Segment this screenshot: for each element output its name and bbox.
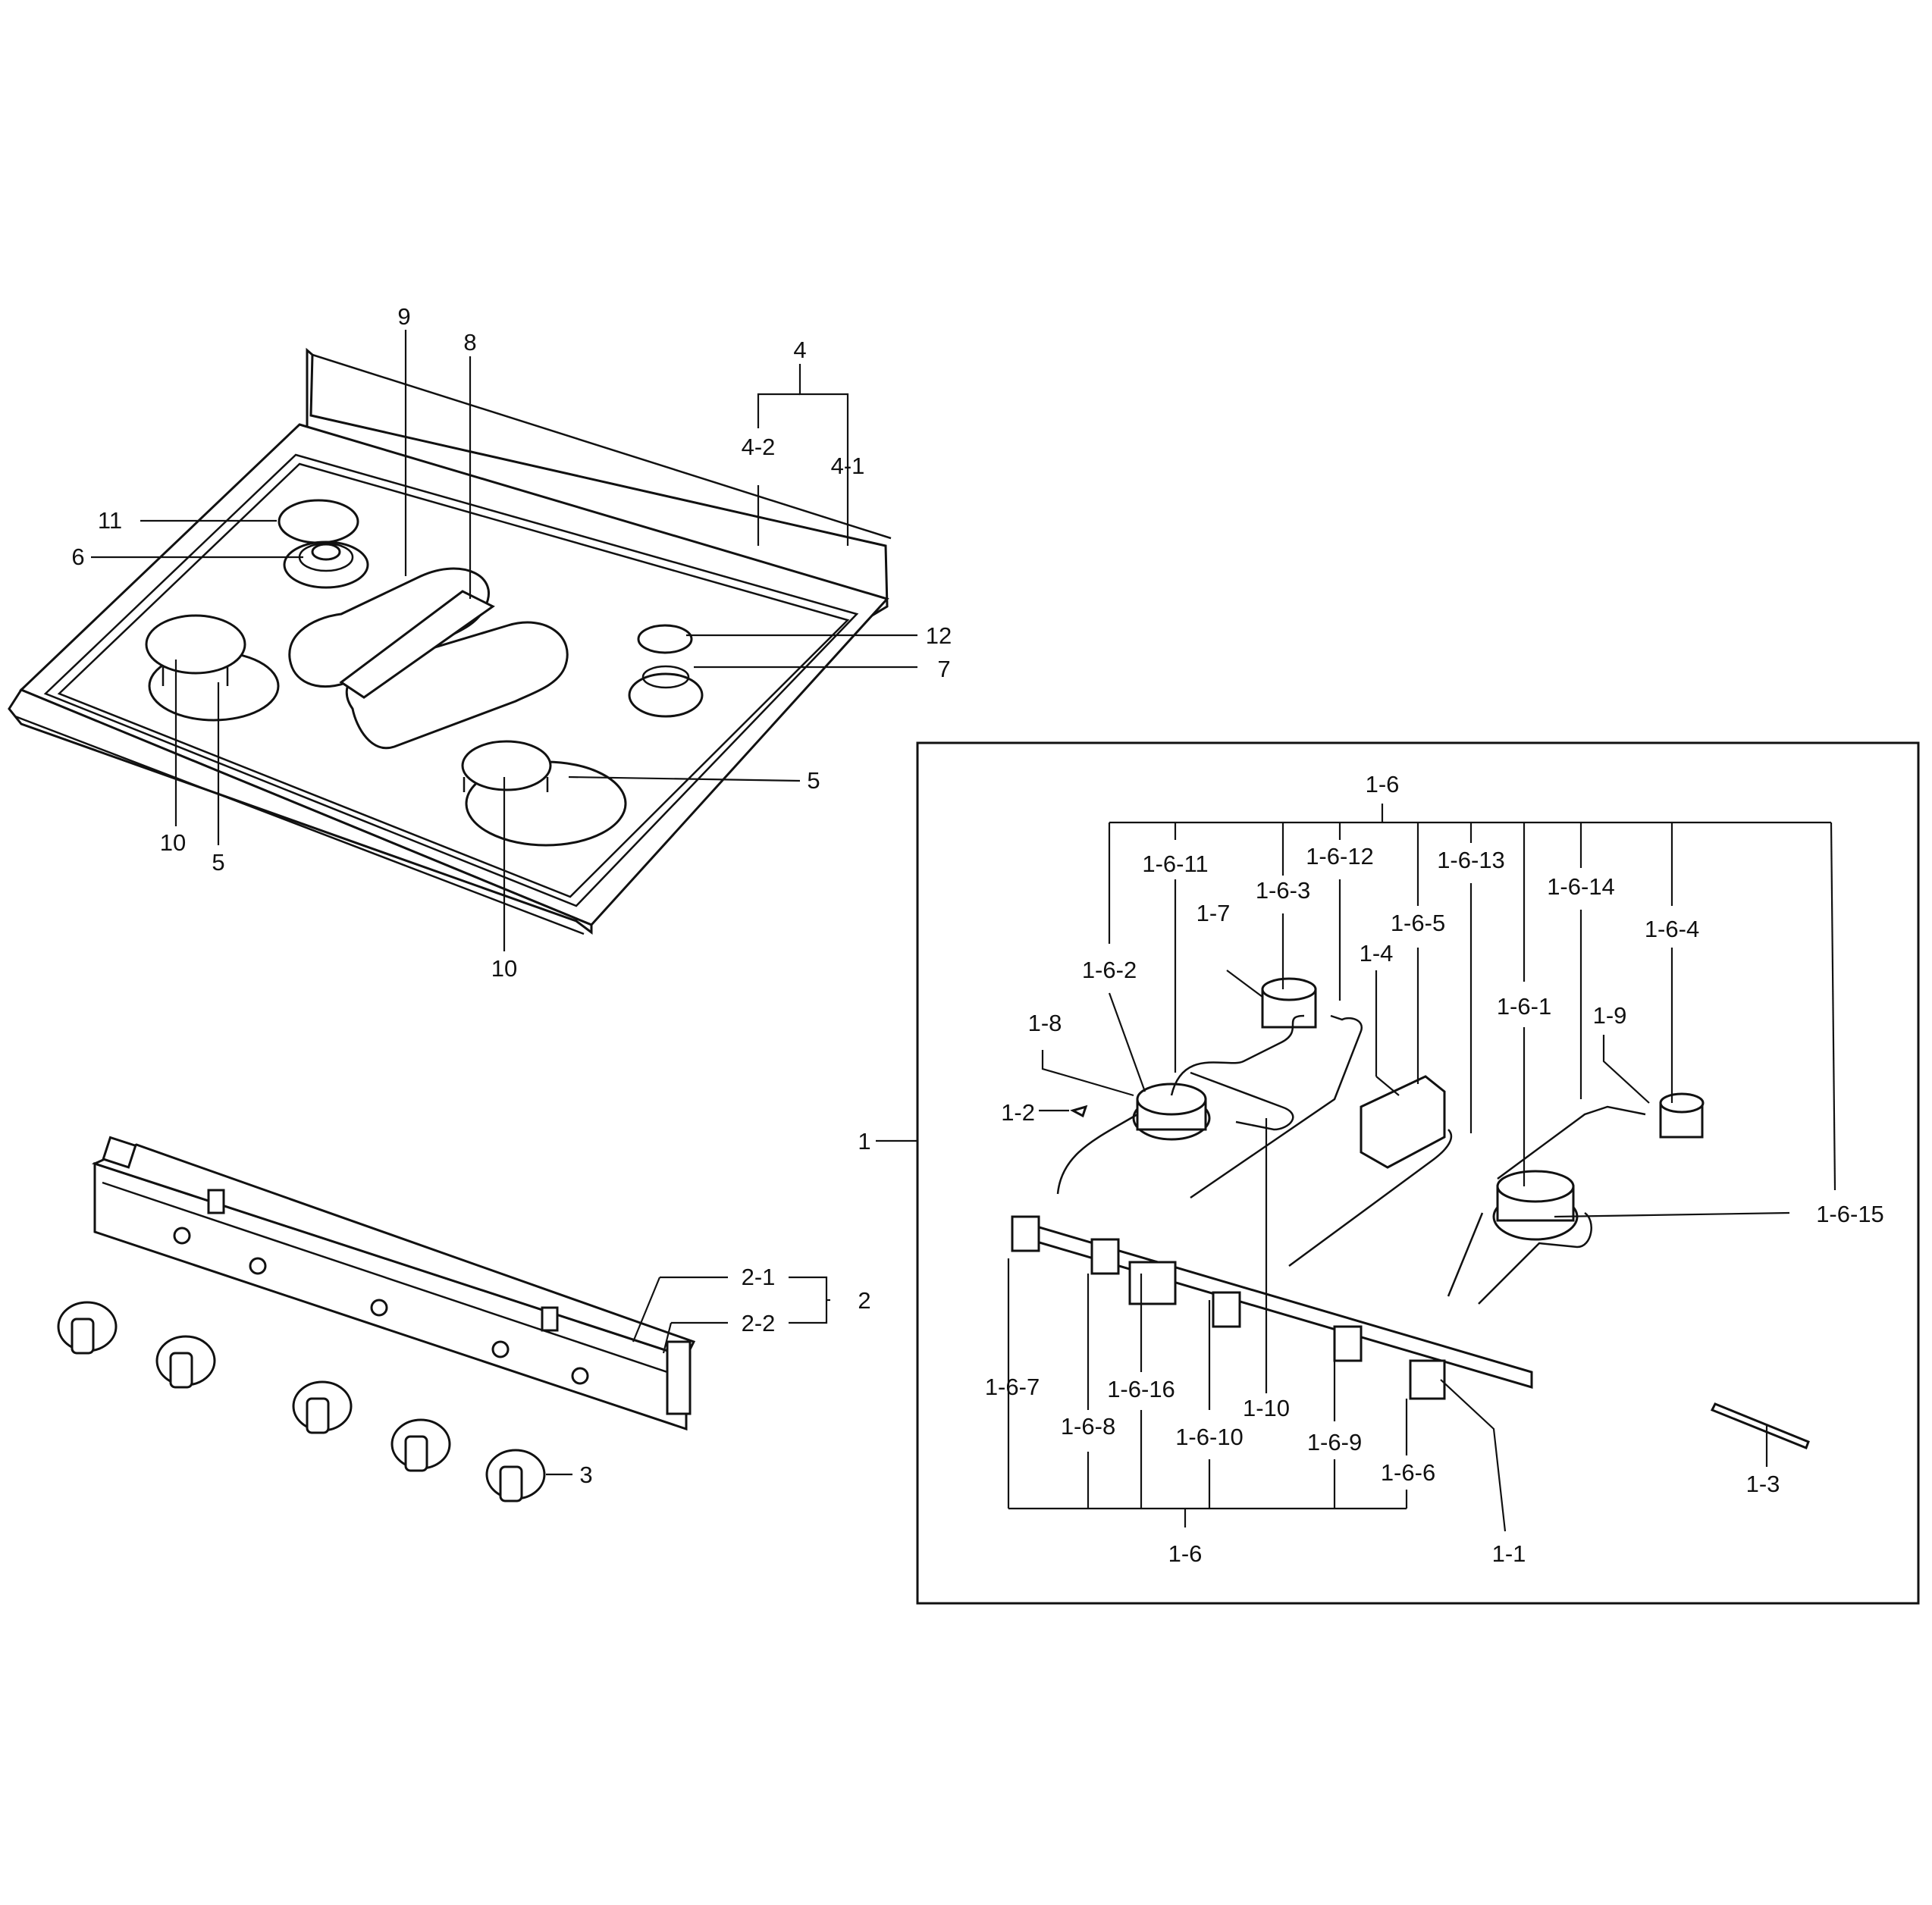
label-4-2: 4-2 xyxy=(742,434,776,460)
label-2-1: 2-1 xyxy=(742,1264,776,1290)
burner-cap-large-front-center xyxy=(461,740,552,791)
label-1-6-7: 1-6-7 xyxy=(985,1374,1040,1400)
burner-head-rear-right xyxy=(628,672,704,718)
label-1-6-9: 1-6-9 xyxy=(1307,1429,1362,1455)
label-12: 12 xyxy=(926,622,952,649)
burner-head-rear-left xyxy=(283,540,369,589)
label-4: 4 xyxy=(793,337,806,363)
valve-1-6-6 xyxy=(1409,1359,1446,1400)
control-knob-4 xyxy=(390,1418,451,1472)
label-10-left: 10 xyxy=(160,829,186,856)
label-1-6-14: 1-6-14 xyxy=(1547,873,1615,900)
screw-1-2 xyxy=(1070,1104,1088,1118)
control-knob-2 xyxy=(155,1335,216,1389)
burner-cap-small-rear-left xyxy=(278,499,359,544)
label-1-8: 1-8 xyxy=(1028,1010,1062,1036)
burner-base-1-6-5 xyxy=(1360,1075,1446,1169)
cooktop-front-edge xyxy=(8,688,593,935)
gas-assembly-leaders xyxy=(876,804,1836,1532)
control-panel-assembly xyxy=(57,1136,696,1502)
gas-assembly-frame xyxy=(916,741,1920,1605)
label-1-1: 1-1 xyxy=(1492,1540,1526,1567)
label-1-6-top: 1-6 xyxy=(1366,771,1400,797)
label-2: 2 xyxy=(858,1287,870,1314)
valve-1-6-10 xyxy=(1212,1291,1241,1328)
rod-1-3 xyxy=(1710,1402,1810,1449)
label-2-2: 2-2 xyxy=(742,1310,776,1336)
griddle-plate xyxy=(288,567,490,688)
label-1-10: 1-10 xyxy=(1243,1395,1290,1421)
burner-base-1-6-2 xyxy=(1132,1083,1211,1141)
label-1-6-12: 1-6-12 xyxy=(1306,843,1374,869)
label-1-6-15: 1-6-15 xyxy=(1816,1201,1884,1227)
label-1-6-10: 1-6-10 xyxy=(1175,1424,1244,1450)
label-11: 11 xyxy=(98,507,122,534)
burner-cap-large-front-left xyxy=(145,614,246,675)
control-knob-1 xyxy=(57,1301,118,1355)
label-5-left: 5 xyxy=(212,849,224,876)
label-1-6-1: 1-6-1 xyxy=(1497,993,1551,1020)
cooktop-labels: 9 8 4 4-2 4-1 11 6 12 7 5 10 5 10 xyxy=(71,303,952,982)
burner-cap-small-rear-right xyxy=(637,624,693,654)
label-5-right: 5 xyxy=(807,767,820,794)
gas-assembly xyxy=(1011,977,1810,1449)
label-1-6-11: 1-6-11 xyxy=(1142,851,1208,877)
label-1-6-3: 1-6-3 xyxy=(1256,877,1310,904)
label-10-center: 10 xyxy=(491,955,517,982)
label-1-6-6: 1-6-6 xyxy=(1381,1459,1435,1486)
burner-base-1-6-4 xyxy=(1659,1092,1705,1139)
cooktop-leaders xyxy=(91,330,917,951)
control-panel-labels: 2-1 2 2-2 3 xyxy=(579,1264,870,1488)
manifold-panel xyxy=(93,1161,688,1431)
label-8: 8 xyxy=(463,329,476,356)
control-knob-5 xyxy=(485,1449,546,1502)
label-4-1: 4-1 xyxy=(831,453,865,479)
label-1-6-16: 1-6-16 xyxy=(1107,1376,1175,1402)
label-3: 3 xyxy=(579,1462,592,1488)
burner-base-1-6-1 xyxy=(1492,1170,1579,1241)
control-panel-leaders xyxy=(546,1276,830,1476)
label-1-6-5: 1-6-5 xyxy=(1391,910,1445,936)
label-1: 1 xyxy=(858,1128,870,1155)
label-1-4: 1-4 xyxy=(1360,940,1394,967)
label-1-7: 1-7 xyxy=(1197,900,1231,926)
label-1-6-13: 1-6-13 xyxy=(1437,847,1505,873)
label-1-9: 1-9 xyxy=(1593,1002,1627,1029)
cooktop-assembly xyxy=(8,347,892,935)
label-1-6-2: 1-6-2 xyxy=(1082,957,1137,983)
label-1-3: 1-3 xyxy=(1746,1471,1780,1497)
burner-base-1-6-3 xyxy=(1261,977,1317,1029)
valve-1-6-7 xyxy=(1011,1215,1040,1252)
gas-tube-1-6-11 xyxy=(1170,1014,1305,1096)
valve-1-6-8 xyxy=(1090,1238,1120,1275)
label-1-6-4: 1-6-4 xyxy=(1645,916,1699,942)
gas-tube-1-10 xyxy=(1190,1014,1363,1199)
valve-1-6-9 xyxy=(1333,1325,1363,1362)
label-7: 7 xyxy=(937,656,950,682)
gas-assembly-labels: 1 1-6 1-6-11 1-6-12 1-6-13 1-6-3 1-6-14 … xyxy=(858,771,1883,1567)
label-9: 9 xyxy=(397,303,410,330)
label-1-6-bottom: 1-6 xyxy=(1168,1540,1203,1567)
griddle-frame xyxy=(339,590,495,699)
control-knob-3 xyxy=(292,1380,353,1434)
label-1-2: 1-2 xyxy=(1001,1099,1035,1126)
bracket-1-6-16 xyxy=(1128,1261,1177,1305)
label-1-6-8: 1-6-8 xyxy=(1061,1413,1115,1440)
label-6: 6 xyxy=(71,544,84,570)
